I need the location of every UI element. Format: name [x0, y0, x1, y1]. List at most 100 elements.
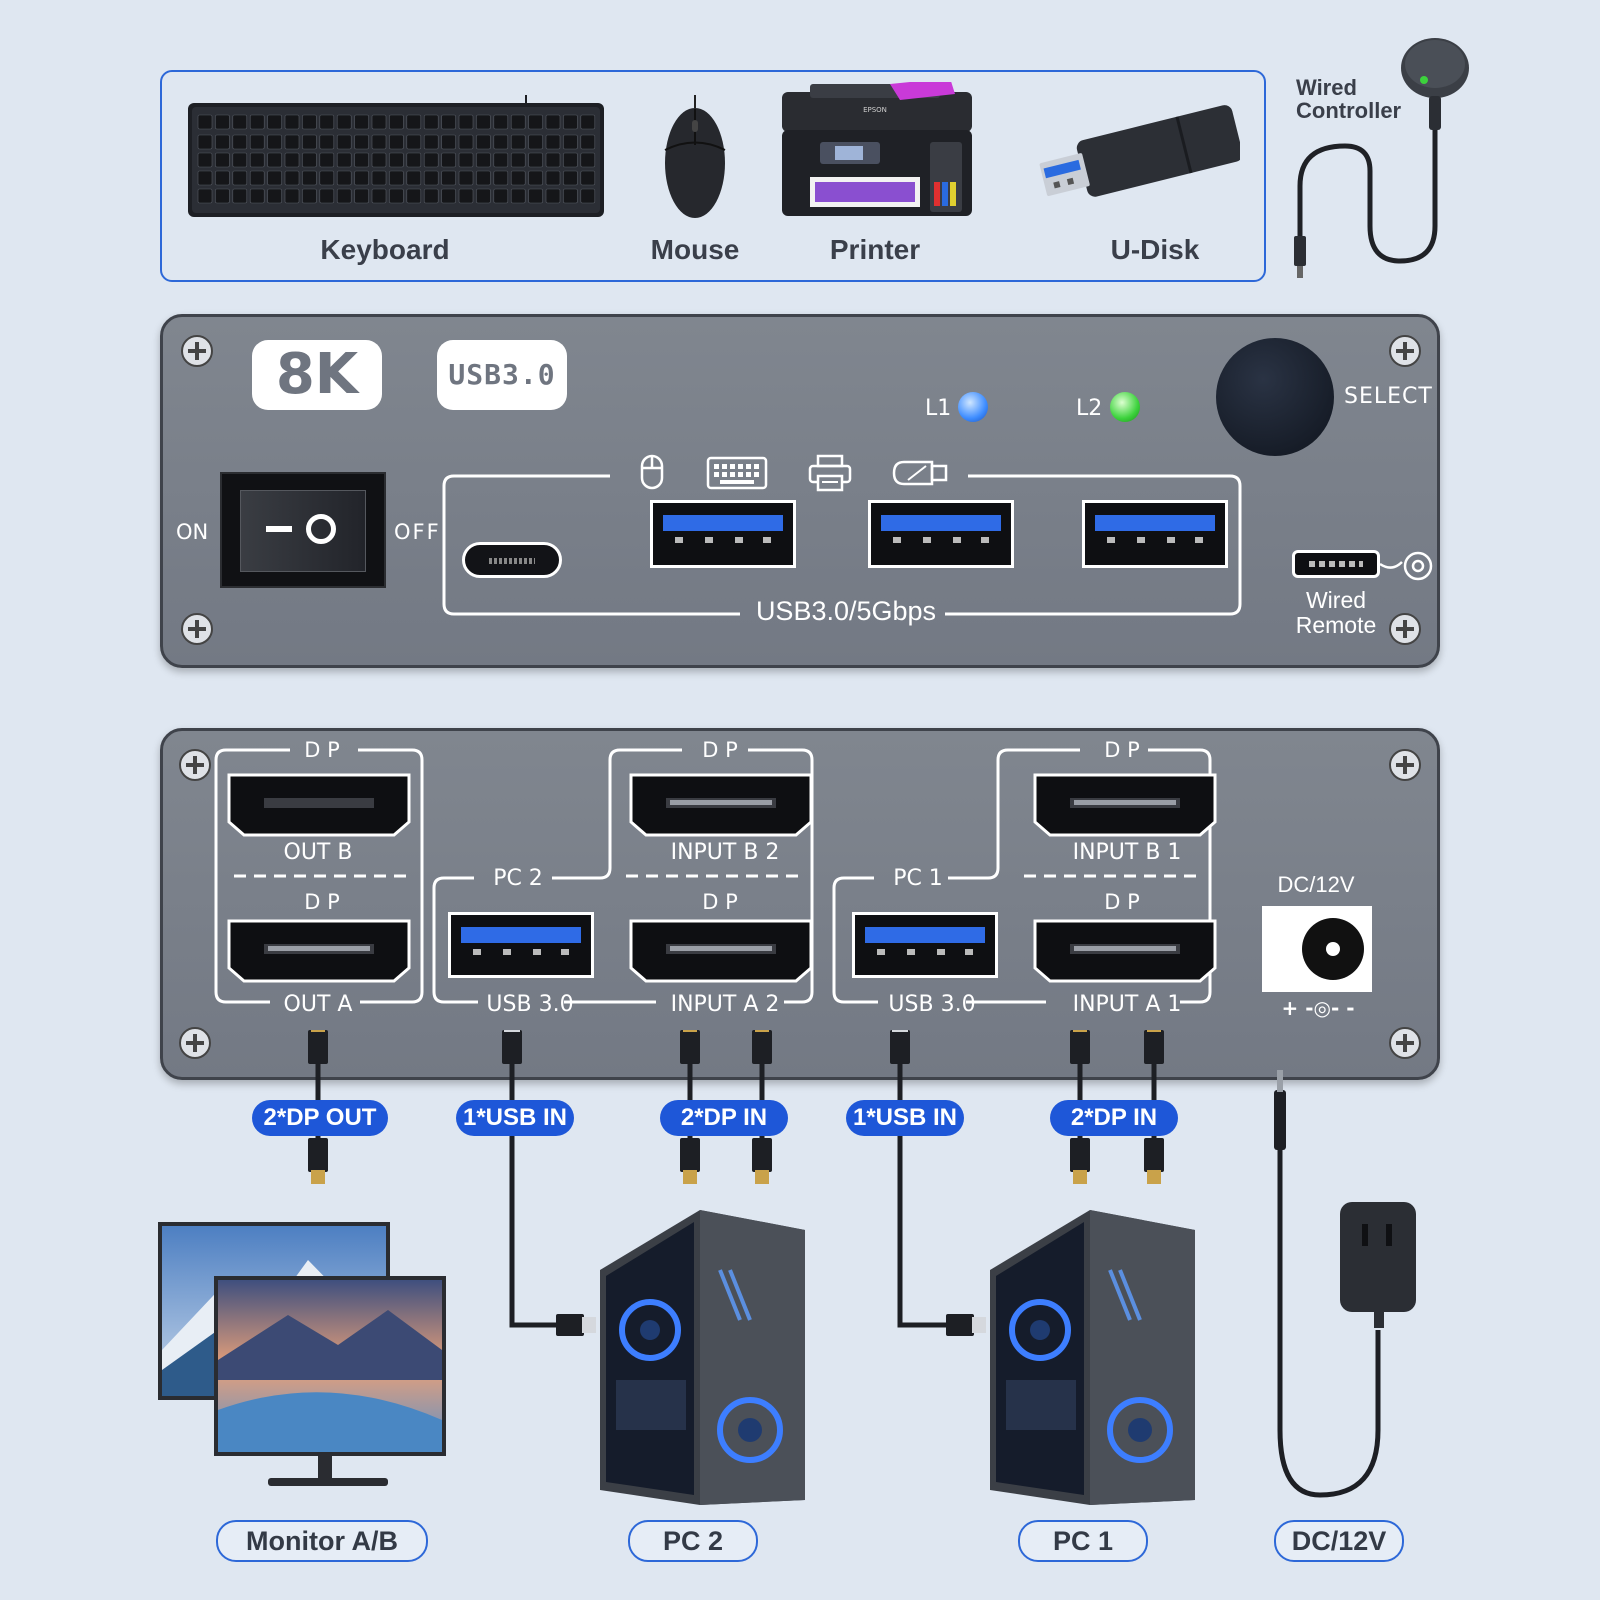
- keyboard-key: [423, 188, 439, 204]
- keyboard-key: [580, 134, 596, 150]
- keyboard-icon: [188, 95, 604, 217]
- keyboard-key: [302, 170, 317, 186]
- keyboard-key: [458, 170, 474, 186]
- remote-link-icon: [1379, 551, 1433, 581]
- keyboard-key: [319, 152, 335, 168]
- usb-drive-icon: [1039, 105, 1240, 197]
- keyboard-key: [232, 152, 248, 168]
- keyboard-key: [336, 170, 352, 186]
- keyboard-key: [354, 114, 369, 130]
- keyboard-key: [563, 134, 578, 150]
- usb-port-pc2[interactable]: [448, 912, 594, 978]
- printer-brand: EPSON: [863, 106, 887, 114]
- keyboard-key: [284, 134, 300, 150]
- usb-a-port-3[interactable]: [1082, 500, 1228, 568]
- wired-remote-port[interactable]: [1292, 550, 1380, 578]
- keyboard-key: [528, 152, 543, 168]
- keyboard-key: [197, 152, 213, 168]
- printer-label: Printer: [829, 234, 921, 265]
- screw-icon: [1389, 749, 1421, 781]
- keyboard-key: [232, 114, 248, 130]
- power-adapter-icon: [1340, 1202, 1416, 1328]
- keyboard-key: [389, 114, 404, 130]
- keyboard-key: [371, 188, 387, 204]
- keyboard-key: [267, 188, 282, 204]
- dp-port-input-b2[interactable]: [628, 772, 814, 838]
- keyboard-key: [215, 114, 230, 130]
- screw-icon: [179, 1027, 211, 1059]
- power-switch[interactable]: [220, 472, 386, 588]
- pc1-panel-label: PC 1: [893, 866, 943, 891]
- screw-icon: [181, 613, 213, 645]
- keyboard-key: [336, 114, 352, 130]
- screw-icon: [1389, 613, 1421, 645]
- input-a2-label: INPUT A 2: [670, 992, 780, 1017]
- keyboard-key: [458, 134, 474, 150]
- usb-c-port[interactable]: [462, 542, 562, 578]
- pill-usb-in-pc2: 1*USB IN: [456, 1100, 574, 1136]
- keyboard-key: [441, 134, 456, 150]
- keyboard-key: [545, 134, 561, 150]
- out-b-label: OUT B: [283, 840, 353, 865]
- keyboard-key: [423, 170, 439, 186]
- dp-port-input-b1[interactable]: [1032, 772, 1218, 838]
- keyboard-key: [406, 152, 422, 168]
- keyboard-key: [249, 188, 265, 204]
- keyboard-key: [354, 188, 369, 204]
- keyboard-key: [563, 188, 578, 204]
- dp-label-out-a: D P: [304, 890, 340, 914]
- printer-icon: EPSON: [782, 82, 972, 216]
- keyboard-key: [528, 188, 543, 204]
- usb-port-pc1[interactable]: [852, 912, 998, 978]
- keyboard-key: [545, 170, 561, 186]
- keyboard-key: [319, 170, 335, 186]
- keyboard-key: [563, 152, 578, 168]
- keyboard-key: [215, 152, 230, 168]
- keyboard-key: [371, 134, 387, 150]
- usb-a-port-1[interactable]: [650, 500, 796, 568]
- dp-port-input-a1[interactable]: [1032, 918, 1218, 984]
- dc-label: DC/12V: [1274, 1520, 1404, 1562]
- pc2-label: PC 2: [628, 1520, 758, 1562]
- keyboard-key: [371, 152, 387, 168]
- cable-layer: [308, 1030, 1381, 1498]
- badge-usb30: USB3.0: [437, 340, 567, 410]
- keyboard-key: [284, 114, 300, 130]
- keyboard-key: [284, 152, 300, 168]
- keyboard-label: Keyboard: [320, 234, 450, 265]
- screw-icon: [179, 749, 211, 781]
- usb-drive-port-icon: [892, 460, 948, 486]
- keyboard-key: [476, 170, 491, 186]
- input-b1-label: INPUT B 1: [1072, 840, 1182, 865]
- pill-dp-out: 2*DP OUT: [252, 1100, 388, 1136]
- dp-port-out-a[interactable]: [226, 918, 412, 984]
- wired-remote-line1: Wired: [1305, 587, 1367, 613]
- keyboard-key: [528, 134, 543, 150]
- dp-port-out-b[interactable]: [226, 772, 412, 838]
- input-a1-label: INPUT A 1: [1072, 992, 1182, 1017]
- printer-port-icon: [808, 454, 852, 492]
- wired-remote-label: Wired Remote: [1290, 588, 1382, 638]
- keyboard-key: [510, 188, 526, 204]
- keyboard-key: [197, 170, 213, 186]
- out-a-label: OUT A: [283, 992, 353, 1017]
- keyboard-key: [441, 188, 456, 204]
- wired-remote-line2: Remote: [1295, 612, 1377, 638]
- keyboard-key: [215, 170, 230, 186]
- keyboard-key: [336, 134, 352, 150]
- polarity-label: + -◎- -: [1281, 996, 1355, 1020]
- keyboard-key: [406, 188, 422, 204]
- select-button[interactable]: [1216, 338, 1334, 456]
- dp-port-input-a2[interactable]: [628, 918, 814, 984]
- keyboard-key: [510, 134, 526, 150]
- keyboard-key: [493, 134, 509, 150]
- keyboard-key: [267, 170, 282, 186]
- input-b2-label: INPUT B 2: [670, 840, 780, 865]
- keyboard-key: [545, 114, 561, 130]
- keyboard-key: [197, 114, 213, 130]
- usb-a-port-2[interactable]: [868, 500, 1014, 568]
- dp-label-a2: D P: [702, 890, 738, 914]
- keyboard-key: [545, 188, 561, 204]
- dc-jack[interactable]: [1262, 906, 1372, 992]
- mouse-icon: [664, 95, 726, 218]
